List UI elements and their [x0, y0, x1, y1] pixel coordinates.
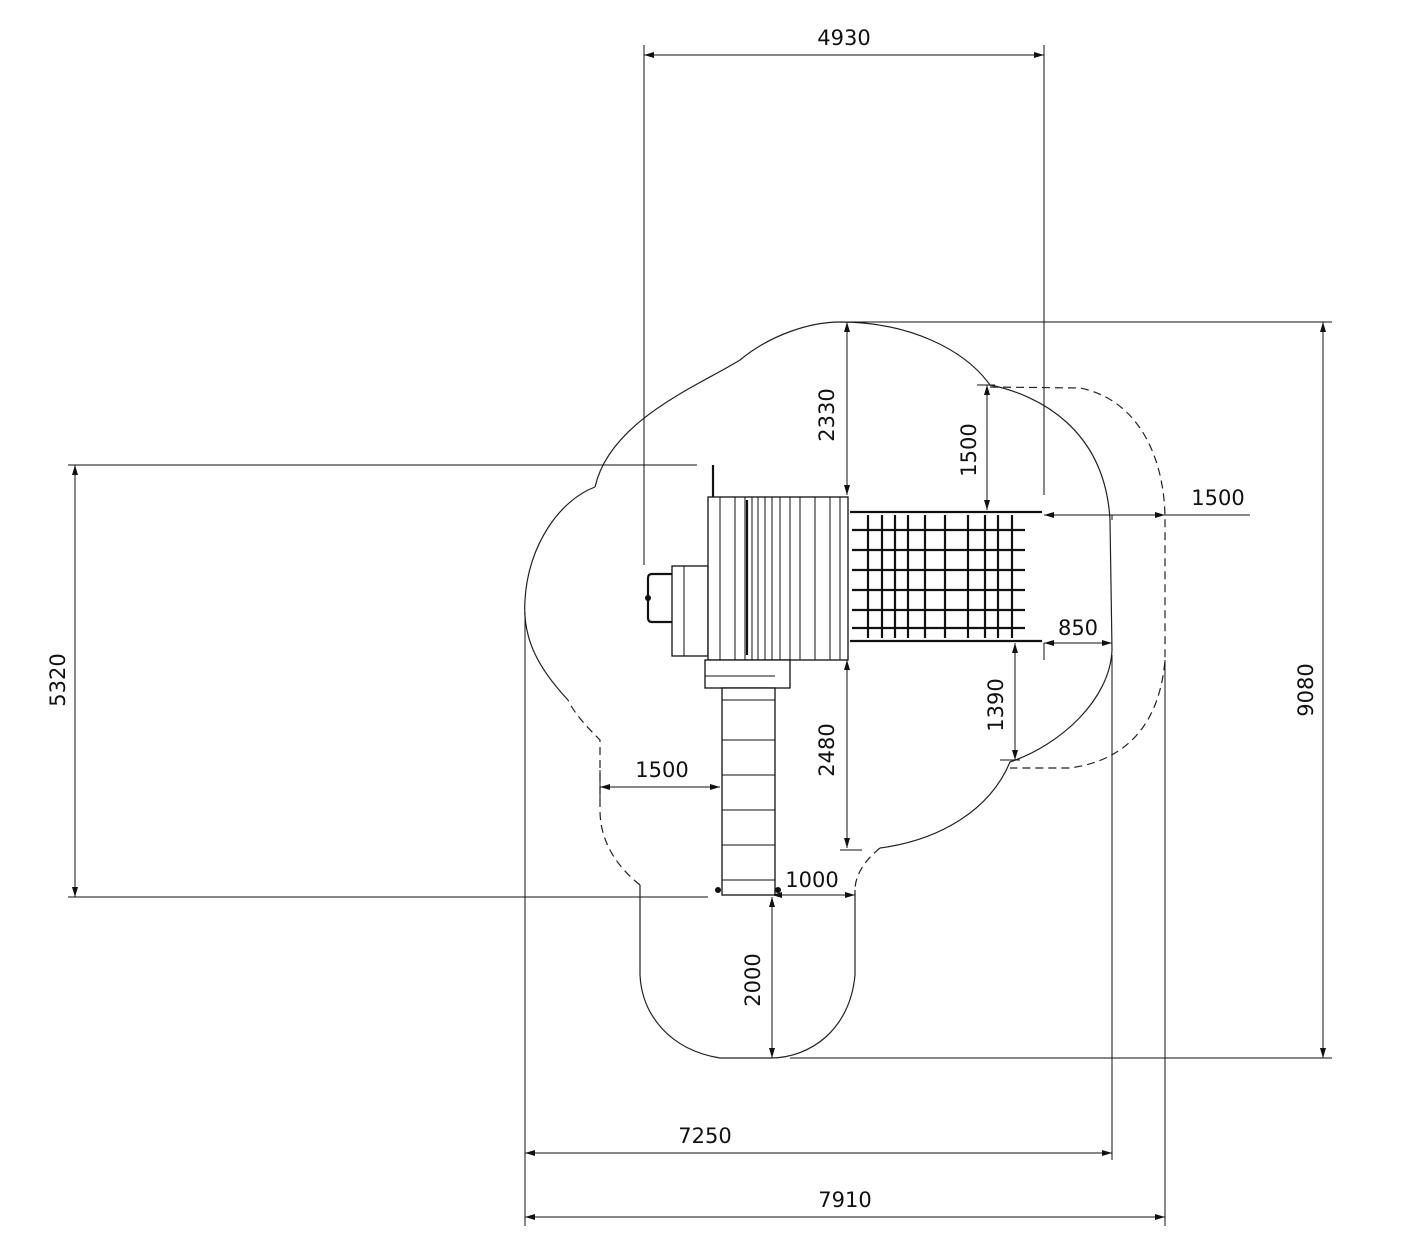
- dimension-label: 7910: [818, 1188, 871, 1212]
- dimension-label: 2480: [815, 723, 839, 776]
- dimension-label: 1500: [1191, 486, 1244, 510]
- dimension-label: 2000: [741, 953, 765, 1006]
- safety-zone-outline: [594, 321, 1113, 849]
- dimension-label: 1500: [957, 423, 981, 476]
- dimension-slide-exit-clearance: 2000: [741, 897, 775, 1058]
- dimension-label: 4930: [817, 26, 870, 50]
- dimension-left-height: 5320: [46, 465, 78, 897]
- dimension-label: 9080: [1294, 663, 1318, 716]
- dimension-label: 850: [1058, 616, 1098, 640]
- safety-zone-outline-left: [524, 486, 596, 701]
- dimension-slide-left-clearance: 1500: [600, 758, 720, 790]
- playground-structure: [645, 465, 1042, 896]
- extension-lines: [68, 45, 1332, 1226]
- dimension-net-bottom-clearance: 1390: [984, 643, 1018, 760]
- climbing-net: [850, 510, 1042, 643]
- dimension-width-outer: 7910: [525, 1188, 1165, 1220]
- dimension-label: 7250: [678, 1124, 731, 1148]
- dimension-label: 1390: [984, 678, 1008, 731]
- dimension-label: 1000: [785, 868, 838, 892]
- dimension-label: 2330: [815, 388, 839, 441]
- slide-exit-zone-outline: [639, 885, 856, 1059]
- dimension-label: 1500: [635, 758, 688, 782]
- platform-roof: [707, 496, 849, 661]
- dimension-net-side-clearance: 1500: [1044, 486, 1245, 518]
- dimension-slide-right-clearance: 1000: [772, 868, 855, 898]
- safety-zone-outline-dashed-right: [989, 386, 1166, 769]
- dimension-label: 5320: [46, 653, 70, 706]
- dimension-width-inner: 7250: [525, 1124, 1112, 1156]
- dimension-platform-bottom-clearance: 2480: [815, 660, 850, 848]
- dimension-top-clearance: 2330: [815, 322, 850, 495]
- dimension-overall-top-width: 4930: [644, 26, 1044, 58]
- dimension-net-top-clearance: 1500: [957, 385, 990, 510]
- slide: [721, 687, 776, 896]
- safety-zone-outline-dashed-left: [567, 699, 641, 886]
- safety-zone-outline-dashed-bottom: [854, 847, 881, 891]
- dimension-overall-height: 9080: [1294, 322, 1326, 1058]
- dimension-net-end-offset: 850: [1044, 616, 1112, 646]
